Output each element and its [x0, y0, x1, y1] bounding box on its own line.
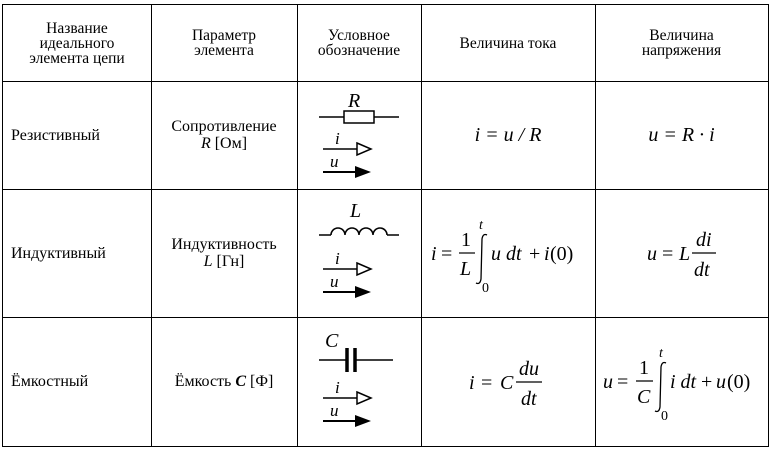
svg-text:u: u — [647, 243, 657, 265]
param-label: Ёмкость — [174, 373, 232, 390]
voltage-arrow-label: u — [330, 152, 339, 171]
param-symbol: R — [200, 135, 211, 152]
param-unit: [Ом] — [214, 135, 248, 152]
svg-text:t: t — [479, 218, 484, 233]
capacitor-symbol-icon: C i u — [319, 330, 393, 427]
inductor-symbol-icon: L i u — [319, 200, 399, 298]
svg-text:(0): (0) — [550, 243, 573, 265]
svg-text:dt: dt — [521, 388, 537, 410]
svg-text:t: t — [659, 346, 664, 361]
param-label: Сопротивление — [171, 118, 277, 135]
param-unit: [Гн] — [216, 253, 245, 270]
header-name: Название идеального элемента цепи — [29, 19, 125, 67]
column-divider — [421, 5, 422, 446]
svg-text:dt: dt — [694, 259, 710, 281]
svg-text:=: = — [441, 243, 452, 265]
svg-text:du: du — [519, 358, 539, 380]
header-parameter: Параметр элемента — [191, 27, 257, 59]
current-formula-inductive: i = 1 L t 0 u dt + i (0) — [431, 218, 573, 296]
resistor-symbol-icon: R i u — [319, 90, 399, 178]
svg-text:L: L — [678, 243, 690, 265]
row-name-inductive: Индуктивный — [11, 244, 106, 262]
row-divider — [3, 81, 768, 82]
row-divider — [3, 189, 768, 190]
svg-text:u dt: u dt — [491, 243, 522, 265]
current-arrow-label: i — [335, 129, 340, 148]
row-name-resistive: Резистивный — [11, 126, 100, 144]
svg-text:C: C — [500, 372, 514, 394]
svg-text:+: + — [529, 243, 540, 265]
voltage-formula-resistive: u = R · i — [648, 123, 715, 146]
svg-text:+: + — [701, 371, 712, 393]
column-divider — [151, 5, 152, 446]
current-arrow-label: i — [335, 378, 340, 397]
current-formula-capacitive: i = C du dt — [469, 358, 542, 410]
symbol-label: C — [325, 330, 339, 352]
symbol-label: L — [349, 200, 361, 222]
svg-text:i: i — [431, 243, 437, 265]
voltage-formula-capacitive: u = 1 C t 0 i dt + u (0) — [603, 346, 750, 424]
param-unit-line: L [Гн] — [204, 253, 245, 270]
svg-text:=: = — [481, 372, 492, 394]
row-param-resistive: Сопротивление R [Ом] — [151, 81, 297, 189]
param-unit: [Ф] — [250, 373, 274, 390]
header-current: Величина тока — [459, 34, 557, 52]
row-name-capacitive: Ёмкостный — [11, 373, 89, 390]
svg-text:=: = — [617, 371, 628, 393]
voltage-formula-inductive: u = L di dt — [647, 229, 716, 281]
current-formula-resistive: i = u / R — [474, 123, 542, 146]
param-symbol: L — [203, 253, 213, 270]
param-label: Индуктивность — [171, 236, 277, 253]
column-divider — [297, 5, 298, 446]
row-param-capacitive: Ёмкость C [Ф] — [151, 317, 297, 446]
svg-text:u: u — [603, 371, 613, 393]
column-divider — [595, 5, 596, 446]
svg-text:i: i — [469, 372, 475, 394]
svg-text:0: 0 — [661, 409, 668, 424]
svg-text:u: u — [716, 371, 726, 393]
svg-text:0: 0 — [482, 281, 489, 296]
svg-text:(0): (0) — [727, 371, 750, 393]
svg-text:i: i — [544, 243, 550, 265]
symbol-label: R — [347, 90, 360, 112]
svg-text:L: L — [459, 258, 471, 280]
svg-text:di: di — [696, 229, 712, 251]
header-symbol: Условное обозначение — [317, 27, 401, 59]
elements-table: Название идеального элемента цепи Параме… — [2, 4, 769, 447]
row-param-inductive: Индуктивность L [Гн] — [151, 189, 297, 317]
svg-text:1: 1 — [639, 357, 649, 379]
param-unit-line: R [Ом] — [201, 135, 247, 152]
svg-text:i dt: i dt — [670, 371, 697, 393]
header-voltage: Величина напряжения — [641, 27, 722, 59]
param-symbol: C — [235, 373, 247, 390]
current-arrow-label: i — [335, 249, 340, 268]
param-unit-line: Ёмкость C [Ф] — [175, 373, 274, 390]
svg-text:C: C — [637, 386, 651, 408]
svg-text:=: = — [662, 243, 673, 265]
voltage-arrow-label: u — [330, 401, 339, 420]
row-divider — [3, 317, 768, 318]
svg-text:1: 1 — [461, 229, 471, 251]
voltage-arrow-label: u — [330, 272, 339, 291]
